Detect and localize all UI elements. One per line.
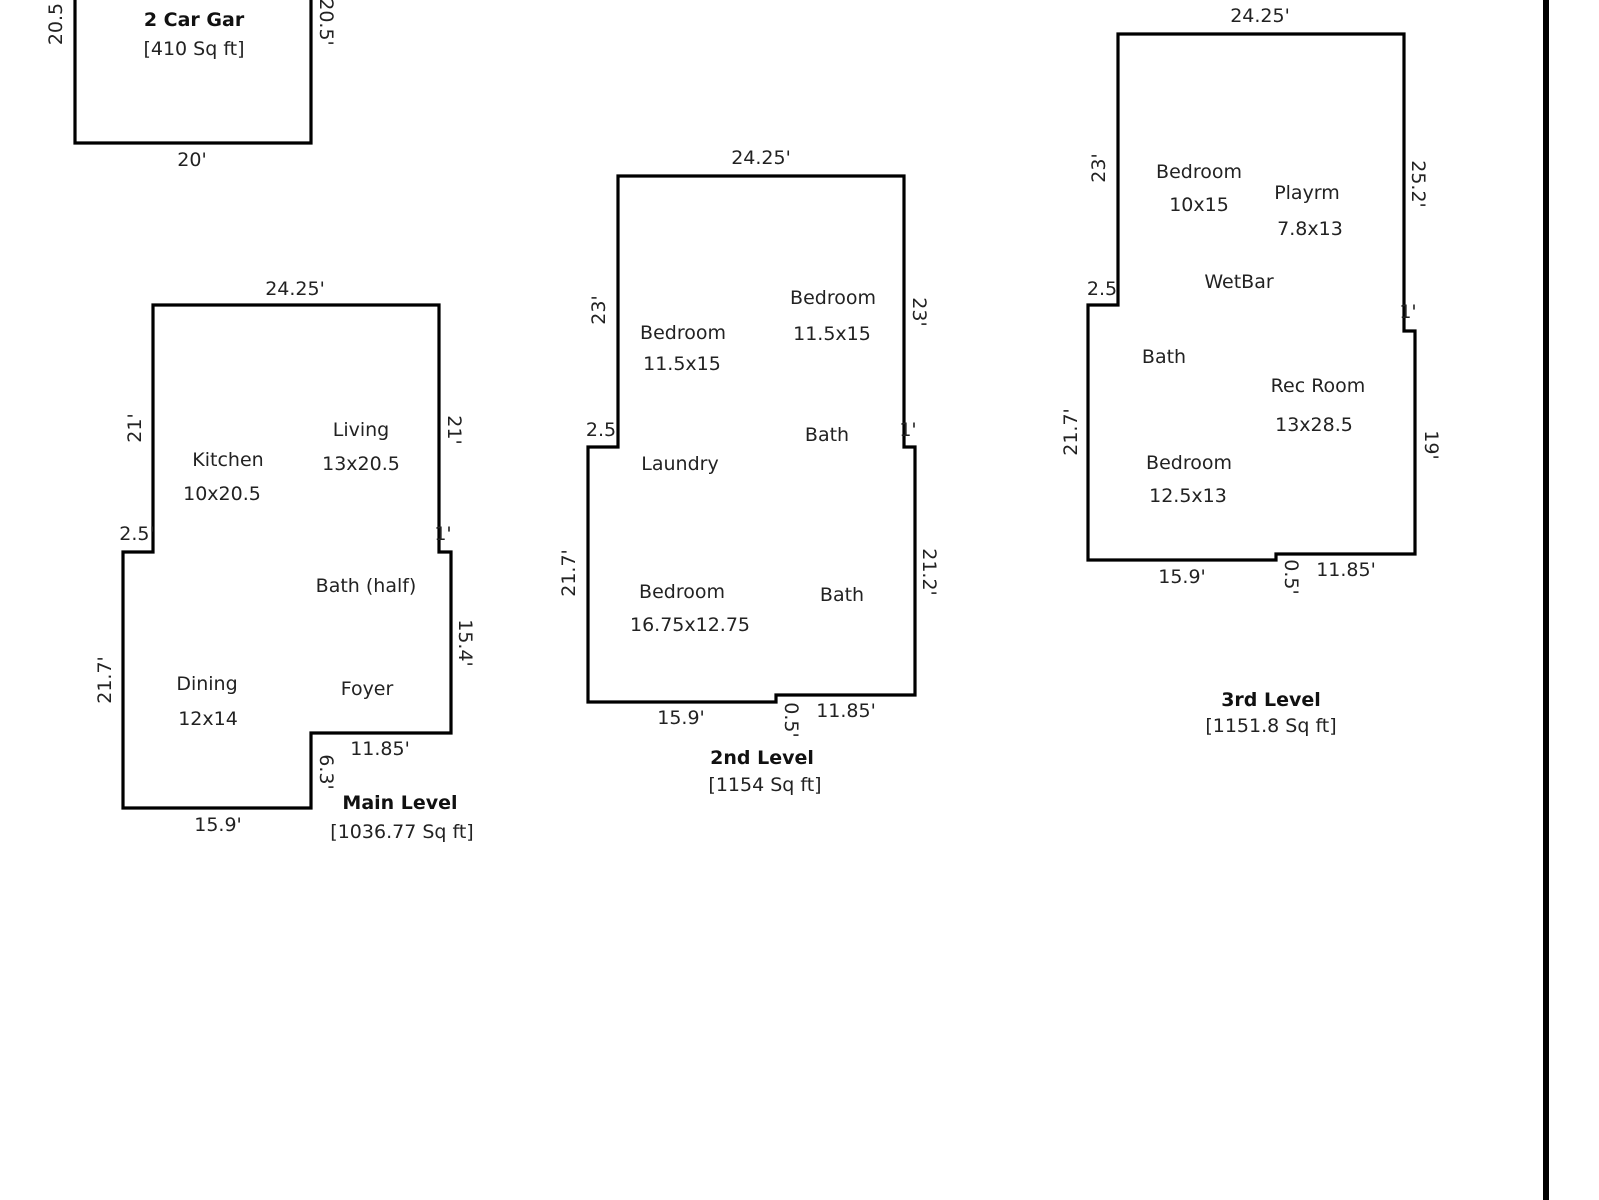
main-room-name: Dining: [176, 673, 237, 695]
main-dim-notch-width: 11.85': [350, 738, 410, 760]
main-level-area: [1036.77 Sq ft]: [330, 821, 473, 843]
second-dim-step-left: 2.5: [586, 419, 616, 441]
main-room-size: 13x20.5: [322, 453, 400, 475]
main-room-size: 12x14: [178, 708, 238, 730]
main-room-size: 10x20.5: [183, 483, 261, 505]
third-room-size: 10x15: [1169, 194, 1229, 216]
third-dim-bottom-right: 11.85': [1316, 559, 1376, 581]
third-room-name: Rec Room: [1271, 375, 1366, 397]
main-level-outline: [121, 303, 453, 810]
second-level-outline: [586, 174, 917, 704]
garage-title: 2 Car Gar: [144, 9, 245, 31]
second-room-size: 11.5x15: [793, 323, 871, 345]
second-dim-upper-left: 23': [588, 295, 610, 324]
main-dim-upper-left: 21': [124, 413, 146, 442]
main-level-plan: 24.25' 21' 21' 2.5' 1' 21.7' 15.4' 11.85…: [94, 278, 476, 843]
garage-area: [410 Sq ft]: [143, 38, 244, 60]
third-level-area: [1151.8 Sq ft]: [1205, 715, 1336, 737]
second-level-title: 2nd Level: [710, 747, 814, 769]
main-room-name: Living: [333, 419, 390, 441]
main-dim-step-left: 2.5': [119, 523, 154, 545]
second-room-size: 16.75x12.75: [630, 614, 750, 636]
second-dim-top: 24.25': [731, 147, 791, 169]
main-room-name: Kitchen: [192, 449, 263, 471]
second-room-size: 11.5x15: [643, 353, 721, 375]
third-dim-upper-right: 25.2': [1407, 160, 1429, 208]
garage-dim-left: 20.5: [45, 3, 67, 45]
garage-plan: 2 Car Gar [410 Sq ft] 20.5 20.5' 20': [45, 0, 337, 171]
main-room-name: Foyer: [341, 678, 394, 700]
main-dim-top: 24.25': [265, 278, 325, 300]
third-room-name: WetBar: [1204, 271, 1273, 293]
garage-dim-right: 20.5': [315, 0, 337, 46]
second-dim-step-right: 1': [899, 419, 916, 441]
main-dim-bottom: 15.9': [194, 814, 242, 836]
second-dim-lower-left: 21.7': [558, 549, 580, 597]
main-dim-notch-depth: 6.3': [315, 754, 337, 789]
main-dim-step-right: 1': [434, 523, 451, 545]
second-dim-bottom-left: 15.9': [657, 707, 705, 729]
main-room-name: Bath (half): [316, 575, 417, 597]
third-room-name: Bedroom: [1156, 161, 1242, 183]
second-dim-upper-right: 23': [908, 297, 930, 326]
third-dim-lower-left: 21.7': [1060, 408, 1082, 456]
third-dim-lower-right: 19': [1420, 430, 1442, 459]
third-room-name: Bath: [1142, 346, 1186, 368]
third-dim-upper-left: 23': [1088, 153, 1110, 182]
third-dim-step-left: 2.5: [1087, 278, 1117, 300]
third-room-name: Playrm: [1274, 182, 1340, 204]
second-level-plan: 24.25' 23' 23' 2.5 1' 21.7' 21.2' 15.9' …: [558, 147, 940, 796]
third-room-size: 7.8x13: [1277, 218, 1343, 240]
main-dim-upper-right: 21': [443, 415, 465, 444]
third-dim-jog: 0.5': [1280, 559, 1302, 594]
garage-dim-bottom: 20': [177, 149, 206, 171]
third-level-outline: [1086, 32, 1417, 562]
second-dim-jog: 0.5': [780, 702, 802, 737]
third-dim-bottom-left: 15.9': [1158, 566, 1206, 588]
second-room-name: Laundry: [641, 453, 718, 475]
second-level-area: [1154 Sq ft]: [708, 774, 821, 796]
garage-outline: [73, 0, 313, 145]
third-dim-top: 24.25': [1230, 5, 1290, 27]
third-dim-step-right: 1': [1399, 301, 1416, 323]
third-room-name: Bedroom: [1146, 452, 1232, 474]
second-dim-bottom-right: 11.85': [816, 700, 876, 722]
second-room-name: Bath: [820, 584, 864, 606]
main-dim-lower-left: 21.7': [94, 656, 116, 704]
second-dim-lower-right: 21.2': [918, 548, 940, 596]
third-level-plan: 24.25' 23' 25.2' 2.5 1' 21.7' 19' 15.9' …: [1060, 5, 1442, 737]
main-dim-lower-right: 15.4': [454, 619, 476, 667]
second-room-name: Bedroom: [640, 322, 726, 344]
third-room-size: 12.5x13: [1149, 485, 1227, 507]
main-level-title: Main Level: [342, 792, 457, 814]
second-room-name: Bath: [805, 424, 849, 446]
third-room-size: 13x28.5: [1275, 414, 1353, 436]
second-room-name: Bedroom: [790, 287, 876, 309]
second-room-name: Bedroom: [639, 581, 725, 603]
third-level-title: 3rd Level: [1221, 689, 1321, 711]
